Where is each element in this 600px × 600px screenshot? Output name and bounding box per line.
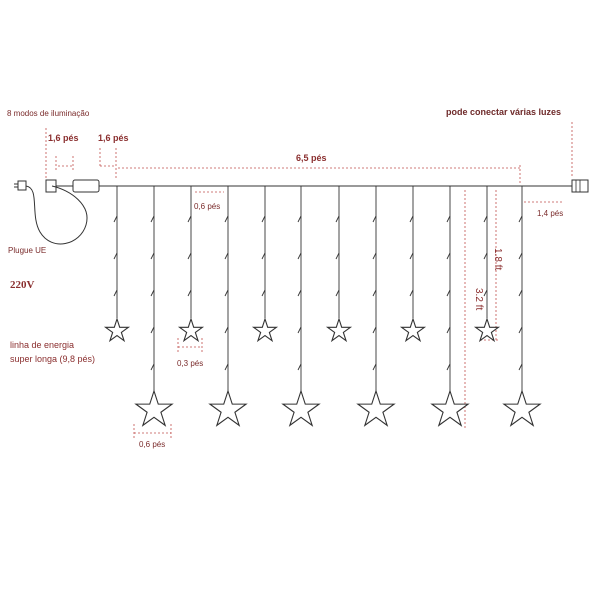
star-icon bbox=[504, 391, 540, 425]
star-icon bbox=[136, 391, 172, 425]
bulb-mark bbox=[224, 363, 229, 371]
bulb-mark bbox=[446, 252, 451, 260]
bulb-mark bbox=[372, 252, 377, 260]
bulb-mark bbox=[518, 326, 523, 334]
bulb-mark bbox=[297, 289, 302, 297]
bulb-mark bbox=[297, 215, 302, 223]
bulb-mark bbox=[518, 252, 523, 260]
voltage-label: 220V bbox=[10, 279, 35, 291]
dimension-guides bbox=[45, 122, 573, 438]
bulb-mark bbox=[409, 289, 414, 297]
short-drop-label: 1.8 ft bbox=[492, 248, 503, 271]
star-icon bbox=[283, 391, 319, 425]
bulb-mark bbox=[261, 215, 266, 223]
bulb-mark bbox=[483, 289, 488, 297]
bulb-mark bbox=[113, 215, 118, 223]
star-icon bbox=[106, 319, 129, 341]
bulb-mark bbox=[372, 215, 377, 223]
power-cord bbox=[25, 185, 88, 245]
long-drop-label: 3.2 ft bbox=[473, 288, 484, 311]
plug-label: Plugue UE bbox=[8, 246, 47, 255]
bulb-mark bbox=[113, 289, 118, 297]
bulb-mark bbox=[518, 289, 523, 297]
bulb-mark bbox=[150, 252, 155, 260]
bulb-mark bbox=[372, 363, 377, 371]
bulb-mark bbox=[372, 326, 377, 334]
end-length-label: 1,4 pés bbox=[537, 209, 564, 218]
star-icon bbox=[328, 319, 351, 341]
main-length-label: 6,5 pés bbox=[296, 153, 327, 163]
cord-segment-1-label: 1,6 pés bbox=[48, 133, 79, 143]
bulb-mark bbox=[446, 326, 451, 334]
cord-segment-2-label: 1,6 pés bbox=[98, 133, 129, 143]
star-icon bbox=[210, 391, 246, 425]
end-connector-icon bbox=[571, 179, 589, 193]
bulb-mark bbox=[483, 252, 488, 260]
bulb-mark bbox=[483, 215, 488, 223]
light-strands bbox=[106, 186, 540, 425]
bulb-mark bbox=[224, 215, 229, 223]
bulb-mark bbox=[446, 215, 451, 223]
star-icon bbox=[476, 319, 499, 341]
large-star-size-label: 0,6 pés bbox=[139, 440, 166, 449]
bulb-mark bbox=[150, 363, 155, 371]
bulb-mark bbox=[409, 215, 414, 223]
bulb-mark bbox=[113, 252, 118, 260]
controller-box-icon bbox=[45, 179, 116, 193]
bulb-mark bbox=[297, 326, 302, 334]
star-icon bbox=[254, 319, 277, 341]
bulb-mark bbox=[150, 215, 155, 223]
star-icon bbox=[432, 391, 468, 425]
hook-gap-label: 0,6 pés bbox=[194, 202, 221, 211]
bulb-mark bbox=[297, 252, 302, 260]
bulb-mark bbox=[224, 326, 229, 334]
small-star-size-label: 0,3 pés bbox=[177, 359, 204, 368]
bulb-mark bbox=[187, 289, 192, 297]
bulb-mark bbox=[150, 289, 155, 297]
power-line-label-2: super longa (9,8 pés) bbox=[10, 354, 96, 364]
bulb-mark bbox=[224, 289, 229, 297]
star-icon bbox=[402, 319, 425, 341]
bulb-mark bbox=[518, 215, 523, 223]
eu-plug-icon bbox=[14, 180, 27, 191]
bulb-mark bbox=[335, 215, 340, 223]
star-icon bbox=[180, 319, 203, 341]
lighting-modes-label: 8 modos de iluminação bbox=[7, 109, 90, 118]
bulb-mark bbox=[409, 252, 414, 260]
bulb-mark bbox=[335, 252, 340, 260]
power-line-label-1: linha de energia bbox=[10, 340, 75, 350]
bulb-mark bbox=[297, 363, 302, 371]
bulb-mark bbox=[150, 326, 155, 334]
bulb-mark bbox=[261, 289, 266, 297]
bulb-mark bbox=[224, 252, 229, 260]
bulb-mark bbox=[261, 252, 266, 260]
bulb-mark bbox=[446, 363, 451, 371]
connect-multiple-label: pode conectar várias luzes bbox=[446, 107, 562, 117]
bulb-mark bbox=[518, 363, 523, 371]
bulb-mark bbox=[335, 289, 340, 297]
bulb-mark bbox=[187, 252, 192, 260]
star-icon bbox=[358, 391, 394, 425]
bulb-mark bbox=[372, 289, 377, 297]
bulb-mark bbox=[187, 215, 192, 223]
bulb-mark bbox=[446, 289, 451, 297]
